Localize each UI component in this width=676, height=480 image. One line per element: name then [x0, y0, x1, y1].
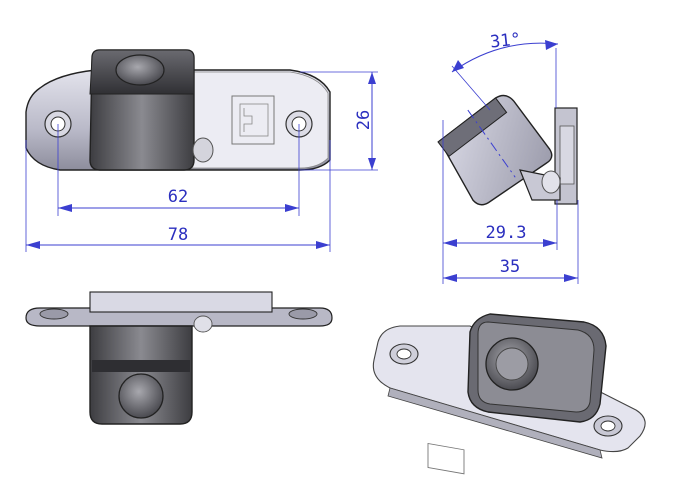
- front-cover: [89, 291, 273, 313]
- connector-outline: [231, 95, 275, 145]
- top-view: 26 62 78: [25, 49, 378, 252]
- side-pivot-knob: [541, 170, 561, 194]
- pivot-knob: [192, 137, 214, 163]
- isometric-view: [372, 313, 646, 475]
- dimension-35: 35: [500, 257, 520, 277]
- dimension-29-3: 29.3: [486, 223, 527, 243]
- translucent-plate: [191, 71, 329, 169]
- iso-hole-left: [389, 343, 419, 365]
- front-view: [25, 291, 333, 425]
- front-lens: [118, 373, 164, 419]
- iso-hole-right: [593, 415, 623, 437]
- side-view: 31° 29.3 35: [437, 29, 579, 284]
- dimension-78: 78: [168, 225, 188, 245]
- lens-top: [115, 54, 165, 86]
- dimension-26: 26: [354, 110, 374, 130]
- dimension-31-degrees: 31°: [489, 29, 522, 52]
- dimension-62: 62: [168, 187, 188, 207]
